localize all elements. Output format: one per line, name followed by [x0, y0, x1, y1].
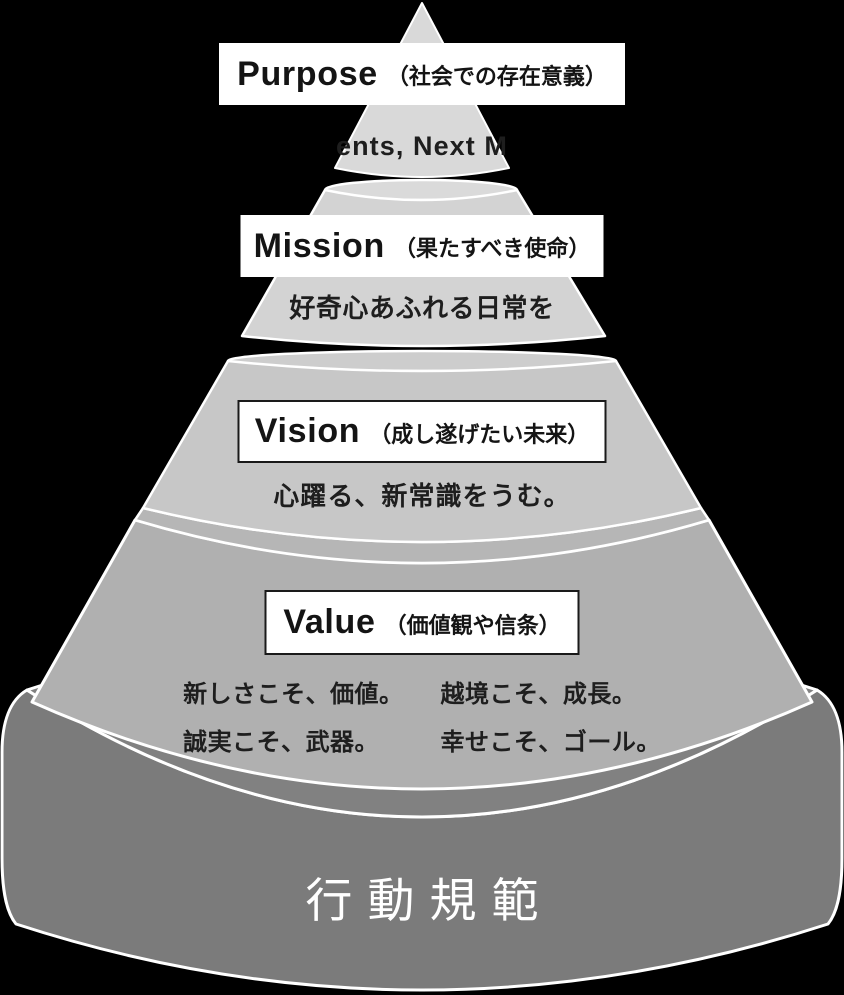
purpose-jp-label: （社会での存在意義）: [386, 64, 607, 89]
purpose-label-box: Purpose （社会での存在意義）: [219, 43, 625, 105]
mission-en-label: Mission: [253, 226, 385, 265]
vision-statement: 心躍る、新常識をうむ。: [273, 481, 571, 511]
value-statement-1: 新しさこそ、価値。: [183, 681, 404, 708]
value-statements-grid: 新しさこそ、価値。 越境こそ、成長。 誠実こそ、武器。 幸せこそ、ゴール。: [183, 674, 661, 757]
mission-label-box: Mission （果たすべき使命）: [240, 215, 604, 277]
mission-statement: 好奇心あふれる日常を: [289, 293, 555, 323]
purpose-en-label: Purpose: [237, 54, 378, 93]
mission-jp-label: （果たすべき使命）: [393, 236, 591, 261]
value-statement-3: 誠実こそ、武器。: [183, 729, 380, 756]
value-label-box: Value （価値観や信条）: [264, 590, 580, 655]
value-en-label: Value: [283, 603, 376, 641]
purpose-statement: ents, Next M: [336, 131, 508, 161]
value-statement-4: 幸せこそ、ゴール。: [440, 729, 661, 756]
vision-jp-label: （成し遂げたい未来）: [369, 421, 590, 447]
value-statement-2: 越境こそ、成長。: [440, 681, 637, 708]
vision-label-box: Vision （成し遂げたい未来）: [237, 400, 607, 463]
vision-en-label: Vision: [254, 412, 361, 450]
base-drum-label: 行動規範: [305, 874, 554, 927]
value-jp-label: （価値観や信条）: [384, 612, 561, 638]
